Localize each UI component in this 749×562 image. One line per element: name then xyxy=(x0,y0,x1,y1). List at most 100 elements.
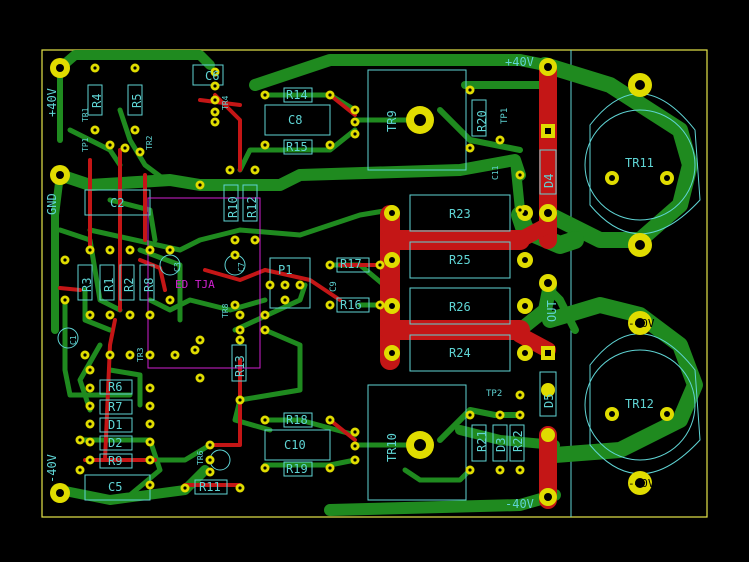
via-hole xyxy=(183,486,187,490)
via-hole xyxy=(468,146,472,150)
ref-c5: C5 xyxy=(108,480,122,494)
via-hole xyxy=(233,253,237,257)
ref-r24: R24 xyxy=(449,346,471,360)
via-hole xyxy=(518,468,522,472)
label-pos40-top: +40V xyxy=(505,55,534,69)
via-hole xyxy=(213,120,217,124)
via-hole xyxy=(328,143,332,147)
via-hole xyxy=(108,313,112,317)
via-hole xyxy=(328,93,332,97)
ref-c7: C7 xyxy=(237,262,246,272)
via-hole xyxy=(88,458,92,462)
via-hole xyxy=(88,368,92,372)
via-hole xyxy=(378,263,382,267)
label-neg40-left: -40V xyxy=(45,454,59,483)
via-hole xyxy=(353,444,357,448)
via-hole xyxy=(263,313,267,317)
via-hole xyxy=(88,404,92,408)
via-hole xyxy=(298,283,302,287)
via-hole xyxy=(88,440,92,444)
ref-tr9: TR9 xyxy=(385,110,399,132)
via-hole xyxy=(148,422,152,426)
ref-d3: D3 xyxy=(494,438,508,452)
via-hole xyxy=(93,128,97,132)
via-hole xyxy=(498,138,502,142)
ref-r1: R1 xyxy=(102,278,116,292)
ref-c9: C9 xyxy=(329,281,339,292)
ref-r8: R8 xyxy=(142,278,156,292)
ref-p1: P1 xyxy=(278,263,292,277)
via-hole xyxy=(213,70,217,74)
via-hole xyxy=(268,283,272,287)
via-hole xyxy=(83,353,87,357)
ref-tr3: TR3 xyxy=(136,347,145,362)
ref-r4: R4 xyxy=(90,94,104,108)
ref-r12: R12 xyxy=(245,196,259,218)
via-hole xyxy=(208,443,212,447)
ref-tr11: TR11 xyxy=(625,156,654,170)
silkscreen-outlines xyxy=(57,64,701,501)
via-hole xyxy=(148,404,152,408)
label-gnd: GND xyxy=(45,193,59,215)
via-hole xyxy=(168,248,172,252)
ref-r11: R11 xyxy=(199,480,221,494)
ref-r17: R17 xyxy=(340,257,362,271)
ref-r7: R7 xyxy=(108,400,122,414)
via-hole xyxy=(498,468,502,472)
via-hole xyxy=(263,418,267,422)
ref-d4: D4 xyxy=(542,174,556,188)
via-hole xyxy=(378,303,382,307)
mount-label-top: -40V xyxy=(628,317,655,330)
ref-r25: R25 xyxy=(449,253,471,267)
via-hole xyxy=(213,84,217,88)
via-hole xyxy=(283,298,287,302)
label-tp1: TP1 xyxy=(500,108,510,124)
ref-r13: R13 xyxy=(233,355,247,377)
via-hole xyxy=(108,353,112,357)
ref-r15: R15 xyxy=(286,140,308,154)
via-hole xyxy=(238,486,242,490)
ref-r3: R3 xyxy=(80,278,94,292)
ref-r20: R20 xyxy=(475,110,489,132)
via-hole xyxy=(148,458,152,462)
via-hole xyxy=(193,348,197,352)
via-hole xyxy=(518,173,522,177)
via-hole xyxy=(198,338,202,342)
via-hole xyxy=(263,466,267,470)
ref-r26: R26 xyxy=(449,300,471,314)
via-hole xyxy=(108,248,112,252)
via-hole xyxy=(213,98,217,102)
via-hole xyxy=(78,438,82,442)
ref-tp1-small: TP1 xyxy=(81,137,90,152)
ref-r10: R10 xyxy=(226,196,240,218)
ref-r9: R9 xyxy=(108,454,122,468)
silkscreen-text: +40V GND -40V +40V -40V OUT ED TJA TP1 T… xyxy=(45,55,654,511)
ref-c11: C11 xyxy=(491,165,500,180)
via-hole xyxy=(148,483,152,487)
via-hole xyxy=(238,313,242,317)
ref-r14: R14 xyxy=(286,88,308,102)
via-hole xyxy=(518,413,522,417)
via-hole xyxy=(353,458,357,462)
ref-tr6: TR6 xyxy=(196,450,205,465)
via-hole xyxy=(238,328,242,332)
label-out: OUT xyxy=(545,300,559,322)
via-hole xyxy=(88,248,92,252)
via-hole xyxy=(128,313,132,317)
via-hole xyxy=(353,430,357,434)
via-hole xyxy=(93,66,97,70)
via-hole xyxy=(88,313,92,317)
via-hole xyxy=(468,413,472,417)
via-hole xyxy=(328,418,332,422)
pads xyxy=(50,58,674,506)
via-hole xyxy=(238,398,242,402)
ref-c1: C1 xyxy=(69,335,78,345)
ref-tr12: TR12 xyxy=(625,397,654,411)
ref-c2: C2 xyxy=(110,196,124,210)
via-hole xyxy=(238,338,242,342)
via-hole xyxy=(518,208,522,212)
via-hole xyxy=(78,468,82,472)
ref-tr1: TR1 xyxy=(81,107,90,122)
small-pads xyxy=(60,63,525,493)
via-hole xyxy=(148,440,152,444)
